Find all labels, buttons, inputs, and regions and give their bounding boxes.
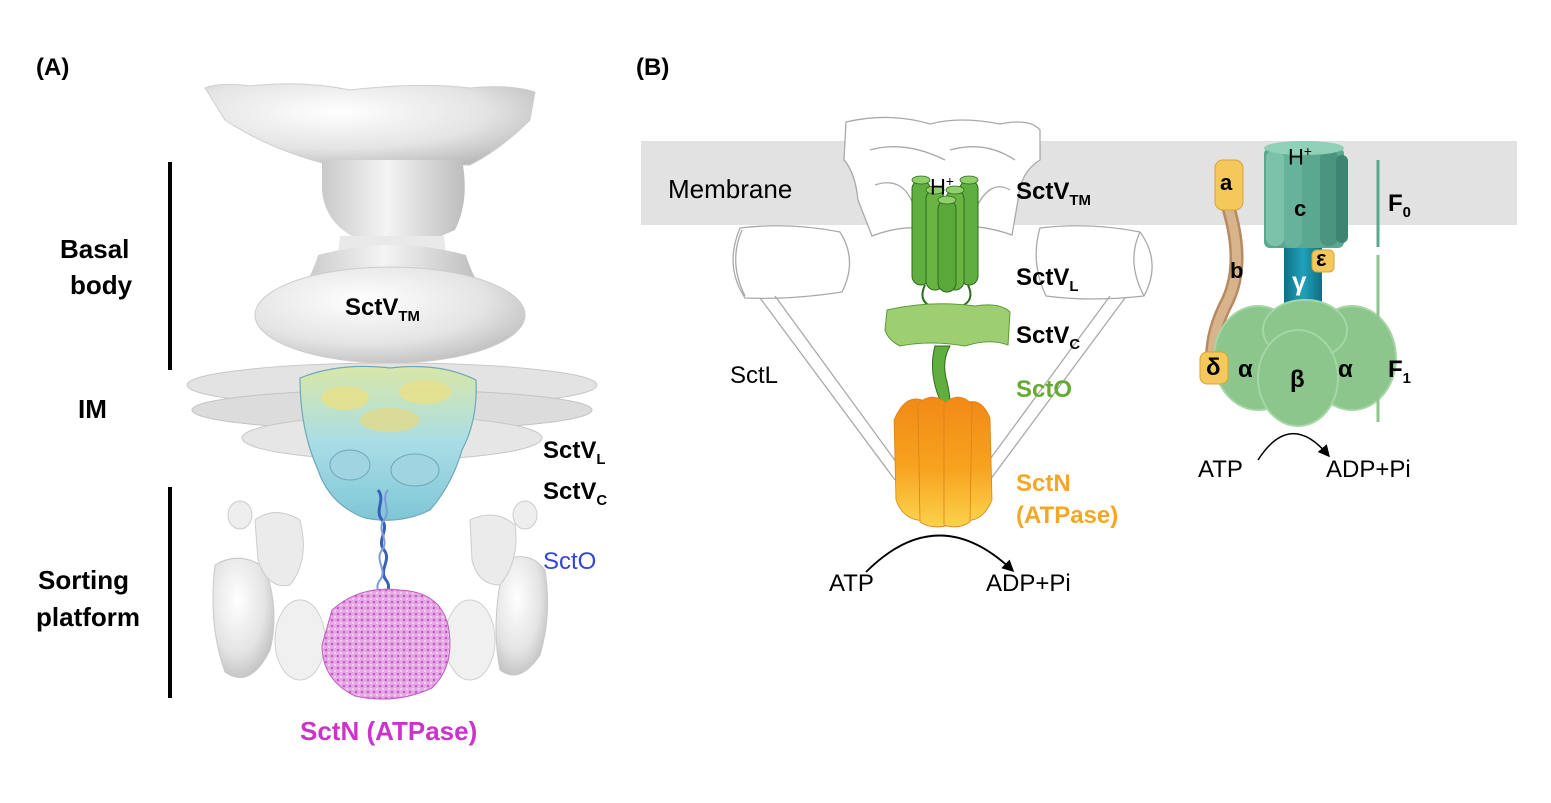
- subunit-beta-label: β: [1290, 366, 1305, 393]
- sctn-hexamer: [893, 396, 993, 528]
- subunit-alpha-left-label: α: [1238, 356, 1253, 383]
- basal-body-label-line2: body: [70, 270, 133, 300]
- sctv-c-ring: [884, 303, 1011, 347]
- panel-b-sctv-c-label: SctVC: [1016, 322, 1081, 353]
- panel-a-tag: (A): [36, 54, 70, 81]
- subunit-delta-label: δ: [1206, 354, 1221, 381]
- panel-a-scto-label: SctO: [543, 548, 597, 575]
- panel-b-sctn-label-line2: (ATPase): [1016, 502, 1119, 529]
- panel-a-sctv-tm-label: SctVTM: [345, 294, 420, 325]
- subunit-a-label: a: [1220, 170, 1233, 195]
- subunit-epsilon-label: ε: [1316, 246, 1327, 271]
- subunit-alpha-right-label: α: [1338, 356, 1353, 383]
- sorting-platform-label-line1: Sorting: [38, 565, 129, 595]
- f-atpase: [1199, 141, 1397, 461]
- sctv-h-plus-label: H+: [930, 174, 954, 200]
- f0-h-plus-label: H+: [1288, 144, 1312, 170]
- membrane-band: [641, 141, 1517, 225]
- panel-b-scto-label: SctO: [1016, 376, 1073, 403]
- f1-label: F1: [1388, 356, 1411, 387]
- sctn-adp-label: ADP+Pi: [986, 570, 1071, 597]
- sctl-label: SctL: [730, 362, 779, 389]
- im-label: IM: [78, 394, 107, 424]
- f1-adp-label: ADP+Pi: [1326, 456, 1411, 483]
- panel-a-density-map: [186, 83, 598, 700]
- sctv-outline: [732, 116, 1153, 481]
- panel-b-sctv-tm-label: SctVTM: [1016, 178, 1091, 209]
- subunit-b-label: b: [1230, 258, 1244, 283]
- membrane-label: Membrane: [668, 174, 793, 204]
- f1-atp-label: ATP: [1198, 456, 1243, 483]
- panel-b-sctn-label-line1: SctN: [1016, 470, 1071, 497]
- panel-a-sctn-label: SctN (ATPase): [300, 716, 478, 746]
- basal-body-label-line1: Basal: [60, 234, 130, 264]
- sorting-platform-label-line2: platform: [36, 602, 140, 632]
- panel-a-sctv-l-label: SctVL: [543, 437, 606, 468]
- panel-b-tag: (B): [636, 54, 670, 81]
- subunit-gamma-label: γ: [1292, 266, 1307, 296]
- sctv-tm-helices: [911, 175, 979, 307]
- panel-b-sctv-l-label: SctVL: [1016, 264, 1079, 295]
- subunit-c-label: c: [1294, 196, 1307, 221]
- sctn-atp-arrow: [865, 534, 1015, 573]
- f0-label: F0: [1388, 190, 1411, 221]
- panel-a-sctv-c-label: SctVC: [543, 478, 608, 509]
- sctn-atp-label: ATP: [829, 570, 874, 597]
